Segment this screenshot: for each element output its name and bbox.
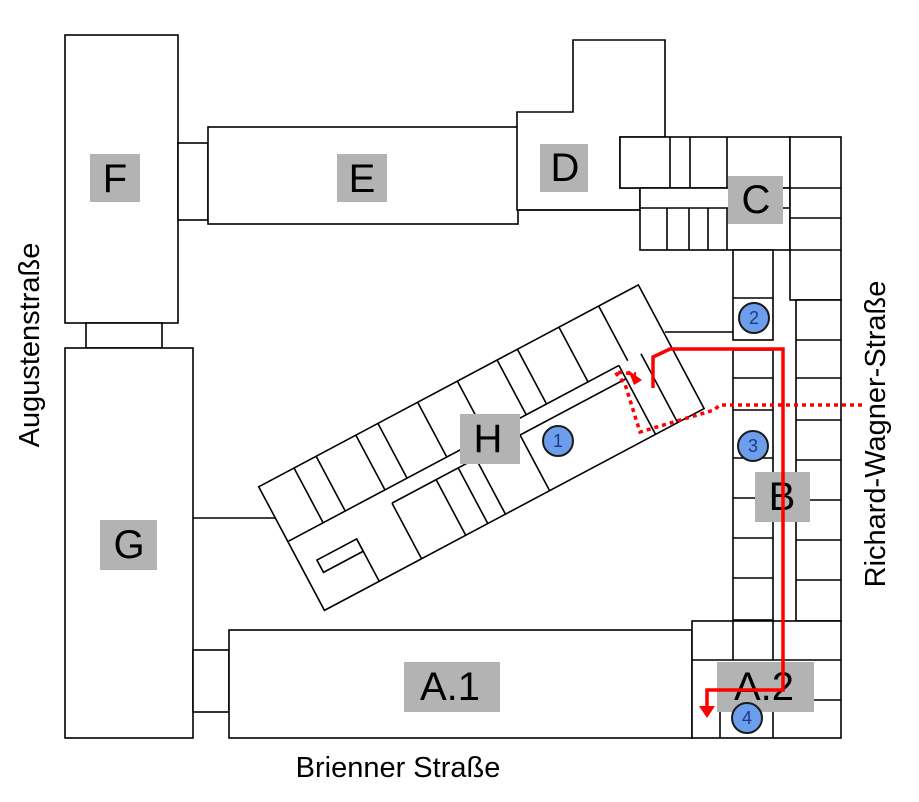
marker-4[interactable]: 4 bbox=[731, 702, 763, 734]
label-d: D bbox=[540, 144, 588, 192]
svg-text:2: 2 bbox=[749, 308, 759, 328]
svg-text:C: C bbox=[742, 178, 771, 222]
svg-text:G: G bbox=[113, 523, 144, 567]
building-c bbox=[619, 136, 842, 341]
route-dotted-arrow bbox=[628, 370, 642, 385]
street-brienner-strasse: Brienner Straße bbox=[296, 752, 501, 784]
svg-text:H: H bbox=[474, 417, 503, 461]
label-c: C bbox=[728, 176, 783, 224]
building-f bbox=[64, 34, 209, 324]
label-e: E bbox=[337, 154, 387, 202]
svg-text:D: D bbox=[551, 146, 580, 190]
label-a2: A.2 bbox=[717, 662, 814, 712]
street-richard-wagner-strasse: Richard-Wagner-Straße bbox=[860, 281, 892, 588]
marker-3[interactable]: 3 bbox=[737, 430, 769, 462]
connector-f-g bbox=[85, 322, 163, 349]
route-dotted-path bbox=[610, 369, 862, 435]
svg-text:E: E bbox=[349, 157, 376, 201]
label-h: H bbox=[460, 414, 520, 464]
svg-text:1: 1 bbox=[553, 431, 563, 451]
route-arrow-end bbox=[699, 706, 715, 718]
label-a1: A.1 bbox=[404, 662, 500, 712]
svg-text:4: 4 bbox=[742, 708, 752, 728]
marker-1[interactable]: 1 bbox=[542, 425, 574, 457]
route-path bbox=[651, 347, 785, 708]
street-augustenstrasse: Augustenstraße bbox=[14, 243, 46, 448]
marker-2[interactable]: 2 bbox=[738, 302, 770, 334]
svg-text:A.2: A.2 bbox=[734, 665, 794, 709]
svg-text:A.1: A.1 bbox=[420, 665, 480, 709]
label-g: G bbox=[100, 520, 157, 570]
svg-text:F: F bbox=[103, 157, 127, 201]
label-f: F bbox=[90, 154, 140, 202]
svg-text:3: 3 bbox=[748, 436, 758, 456]
